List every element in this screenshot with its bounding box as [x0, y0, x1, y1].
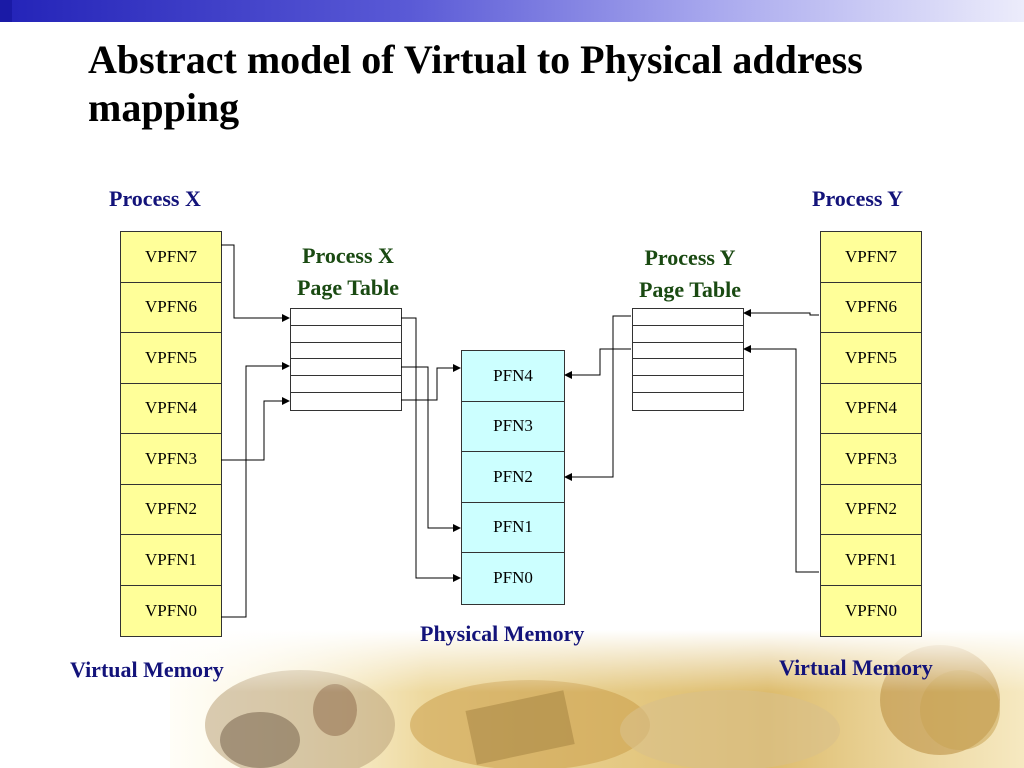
process-x-page-table-title-line2: Page Table [296, 275, 400, 300]
process-y-virtual-memory: VPFN7 VPFN6 VPFN5 VPFN4 VPFN3 VPFN2 VPFN… [820, 231, 922, 637]
process-y-page-table-entry [633, 359, 743, 377]
decorative-background-image [170, 630, 1024, 768]
title-bar-accent [0, 0, 12, 22]
title-bar-gradient [0, 0, 1024, 22]
process-x-vpfn4: VPFN4 [121, 384, 221, 434]
process-x-label: Process X [109, 186, 201, 211]
process-y-vpfn4: VPFN4 [821, 384, 921, 434]
connector-x-table-pfn1 [401, 366, 461, 532]
virtual-memory-y-label: Virtual Memory [779, 655, 933, 680]
virtual-memory-x-label: Virtual Memory [70, 657, 224, 682]
process-y-page-table-title-line1: Process Y [644, 245, 736, 270]
process-x-page-table-entry [291, 326, 401, 343]
connector-y-table-pfn4 [564, 348, 631, 379]
process-x-page-table-entry [291, 359, 401, 377]
physical-memory: PFN4 PFN3 PFN2 PFN1 PFN0 [461, 350, 565, 605]
process-y-page-table-title-line2: Page Table [638, 277, 742, 302]
connector-x-vpfn3 [221, 397, 290, 461]
process-x-page-table-title: Process X Page Table [268, 240, 428, 304]
process-x-vpfn1: VPFN1 [121, 535, 221, 586]
process-x-vpfn3: VPFN3 [121, 434, 221, 485]
process-y-vpfn3: VPFN3 [821, 434, 921, 485]
process-y-page-table-entry [633, 343, 743, 360]
connector-y-vpfn6 [743, 309, 819, 317]
process-y-page-table-entry [633, 376, 743, 393]
process-x-vpfn7: VPFN7 [121, 232, 221, 283]
process-y-vpfn2: VPFN2 [821, 485, 921, 535]
process-y-vpfn7: VPFN7 [821, 232, 921, 283]
process-x-vpfn0: VPFN0 [145, 600, 197, 620]
connector-y-vpfn1 [743, 345, 819, 573]
pfn1: PFN1 [462, 503, 564, 553]
physical-memory-label: Physical Memory [420, 621, 585, 646]
pfn0: PFN0 [493, 568, 533, 588]
slide-title: Abstract model of Virtual to Physical ad… [88, 37, 863, 130]
pfn2: PFN2 [462, 452, 564, 503]
process-y-label: Process Y [812, 186, 904, 211]
process-x-page-table-title-line1: Process X [302, 243, 394, 268]
process-y-vpfn6: VPFN6 [821, 283, 921, 333]
process-x-vpfn2: VPFN2 [121, 485, 221, 535]
connector-x-table-pfn0 [401, 317, 461, 582]
process-x-page-table-entry [291, 309, 401, 326]
process-y-page-table-title: Process Y Page Table [610, 242, 770, 306]
process-y-page-table-entry [633, 309, 743, 326]
connector-y-table-pfn2 [564, 315, 631, 481]
process-x-page-table-entry [291, 376, 401, 393]
pfn4: PFN4 [462, 351, 564, 402]
connector-x-table-pfn4 [401, 364, 461, 401]
process-x-virtual-memory: VPFN7 VPFN6 VPFN5 VPFN4 VPFN3 VPFN2 VPFN… [120, 231, 222, 637]
process-y-page-table-entry [633, 326, 743, 343]
process-y-vpfn0: VPFN0 [845, 600, 897, 620]
process-y-vpfn5: VPFN5 [821, 333, 921, 384]
process-x-page-table [290, 308, 402, 411]
process-x-vpfn5: VPFN5 [121, 333, 221, 384]
pfn3: PFN3 [462, 402, 564, 452]
process-y-page-table [632, 308, 744, 411]
connector-x-vpfn7 [221, 244, 290, 322]
process-x-vpfn6: VPFN6 [121, 283, 221, 333]
process-x-page-table-entry [291, 343, 401, 360]
process-y-vpfn1: VPFN1 [821, 535, 921, 586]
connector-x-vpfn0 [221, 362, 290, 618]
